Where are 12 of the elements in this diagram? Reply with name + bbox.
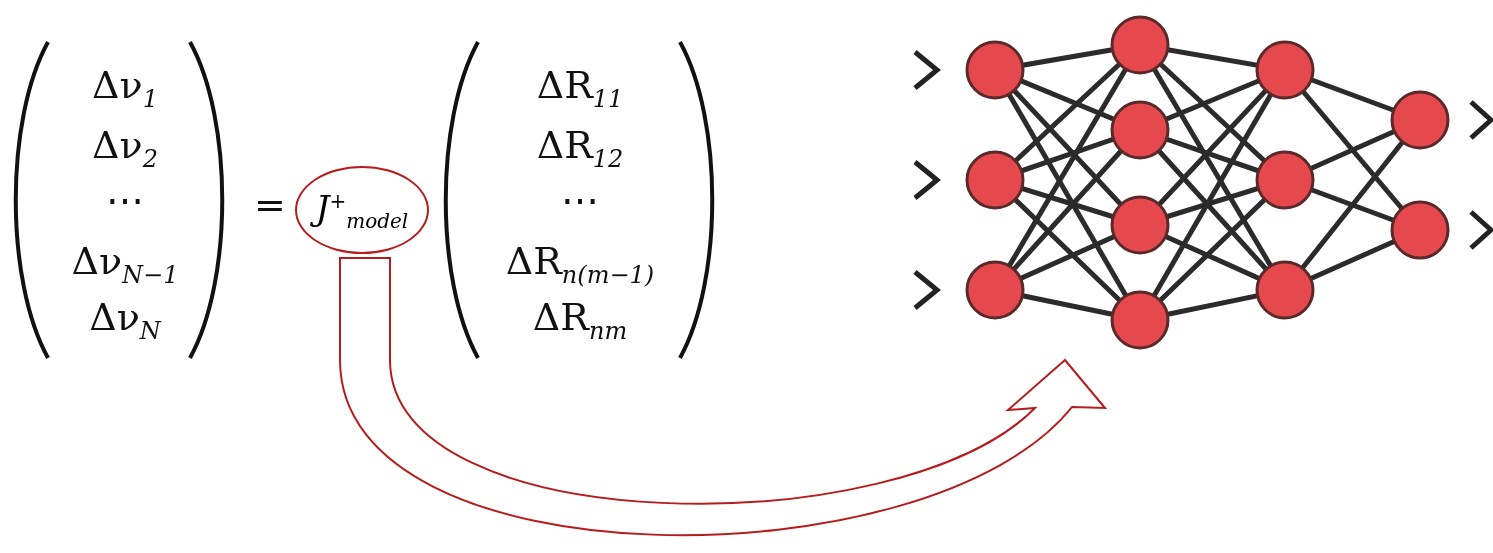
- matrix-entry: ΔR$_{12}$: [535, 122, 625, 175]
- matrix-entry: Δν$_{N−1}$: [70, 238, 180, 291]
- matrix-entry: ⋯: [560, 178, 600, 224]
- matrix-entry: Δν$_{2}$: [91, 122, 159, 175]
- hollow-curved-arrow: [339, 257, 1106, 536]
- matrix-entry: ΔR$_{n(m−1)}$: [504, 238, 656, 291]
- matrix-entry: Δν$_{N}$: [88, 294, 163, 347]
- matrix-entry: Δν$_{1}$: [91, 62, 159, 115]
- equals-sign: =: [253, 182, 287, 228]
- matrix-entry: ⋯: [105, 178, 145, 224]
- matrix-entry: ΔR$_{nm}$: [531, 294, 629, 347]
- matrix-entry: ΔR$_{11}$: [535, 62, 625, 115]
